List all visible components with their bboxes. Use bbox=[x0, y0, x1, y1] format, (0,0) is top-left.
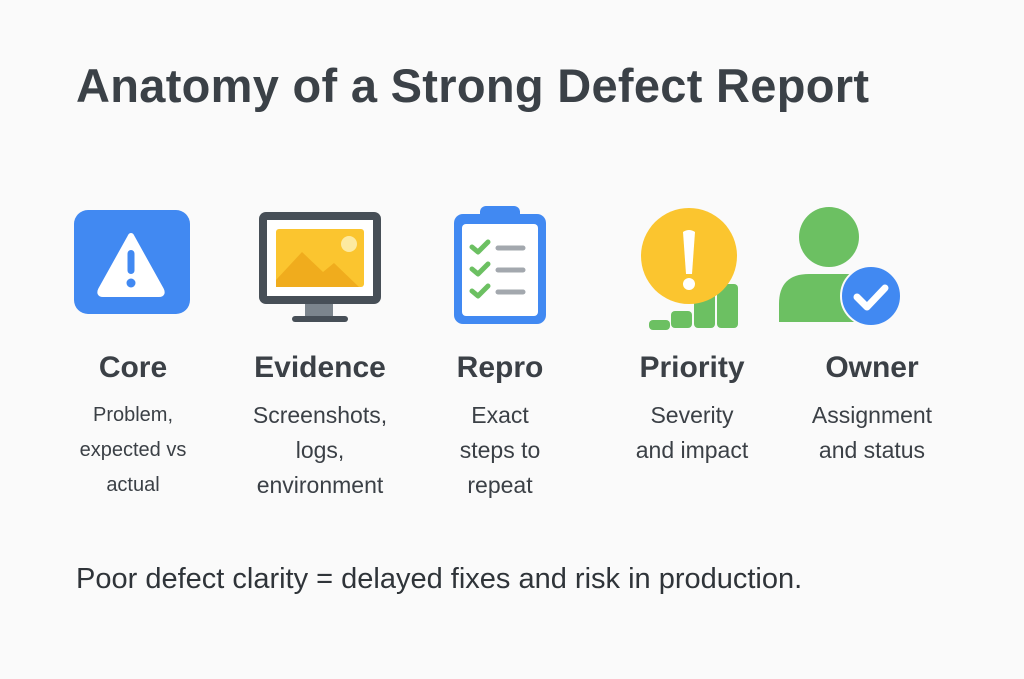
page-title: Anatomy of a Strong Defect Report bbox=[76, 59, 870, 112]
desc-line: and impact bbox=[635, 437, 749, 463]
desc-line: Screenshots, bbox=[252, 402, 388, 428]
item-heading: Priority bbox=[639, 351, 745, 384]
desc-line: Problem, bbox=[92, 404, 174, 426]
desc-line: expected vs bbox=[79, 439, 187, 461]
warning-icon bbox=[74, 210, 190, 314]
item-repro: Repro Exact steps to repeat bbox=[415, 200, 585, 500]
item-heading: Core bbox=[98, 351, 168, 384]
desc-line: logs, bbox=[295, 437, 345, 463]
user-check-icon bbox=[779, 207, 902, 327]
item-description: Problem, expected vs actual bbox=[48, 398, 218, 503]
priority-alert-icon bbox=[641, 208, 738, 330]
footer-note: Poor defect clarity = delayed fixes and … bbox=[76, 563, 803, 595]
clipboard-checklist-icon bbox=[454, 206, 546, 324]
item-heading: Evidence bbox=[254, 351, 386, 384]
item-description: Severity and impact bbox=[607, 398, 777, 468]
item-evidence: Evidence Screenshots, logs, environment bbox=[235, 200, 405, 500]
item-heading: Repro bbox=[456, 351, 544, 384]
item-priority: Priority Severity and impact bbox=[607, 200, 777, 500]
desc-line: Assignment bbox=[811, 402, 933, 428]
desc-line: Exact bbox=[471, 402, 529, 428]
desc-line: steps to bbox=[459, 437, 541, 463]
desc-line: actual bbox=[106, 474, 160, 496]
item-description: Screenshots, logs, environment bbox=[235, 398, 405, 503]
desc-line: environment bbox=[256, 472, 384, 498]
item-heading: Owner bbox=[825, 351, 919, 384]
desc-line: Severity bbox=[650, 402, 734, 428]
item-description: Assignment and status bbox=[787, 398, 957, 468]
desc-line: and status bbox=[818, 437, 926, 463]
desc-line: repeat bbox=[467, 472, 533, 498]
item-description: Exact steps to repeat bbox=[415, 398, 585, 503]
item-owner: Owner Assignment and status bbox=[779, 200, 957, 500]
item-core: Core Problem, expected vs actual bbox=[48, 200, 218, 500]
monitor-image-icon bbox=[259, 212, 381, 322]
